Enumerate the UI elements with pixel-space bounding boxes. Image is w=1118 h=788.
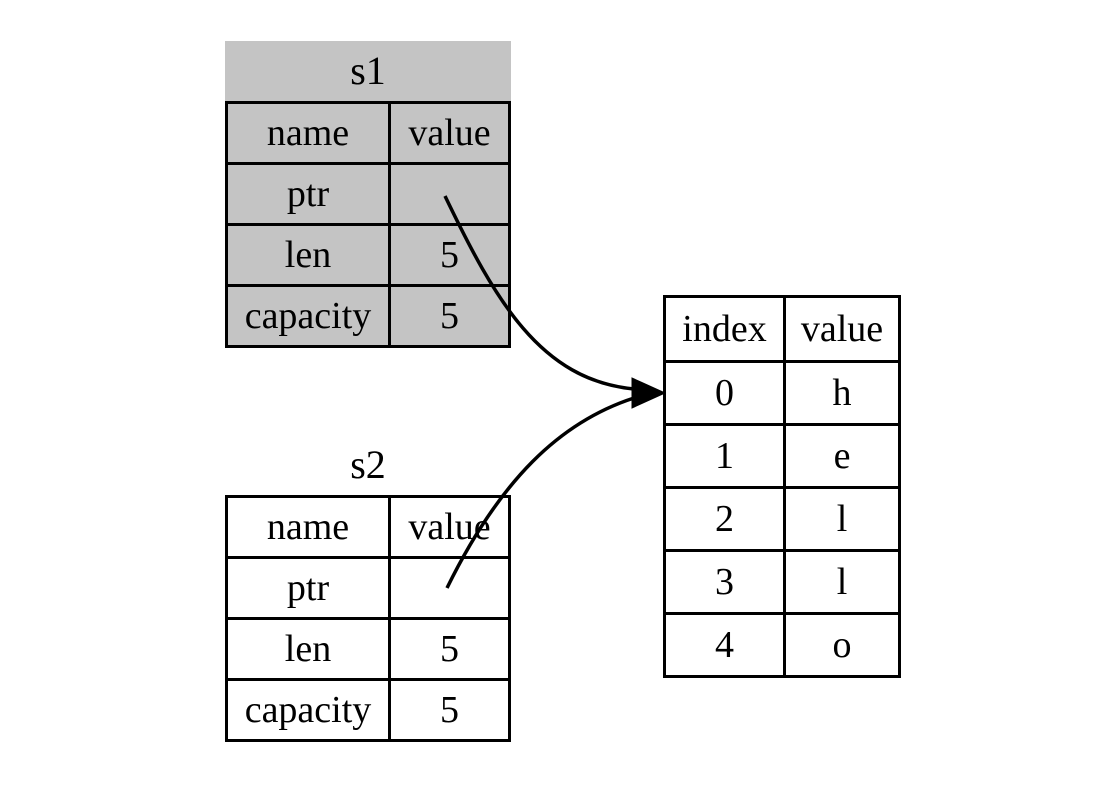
- table-row: 1 e: [663, 423, 901, 489]
- heap-index-3-cell: 3: [663, 549, 786, 615]
- s2-ptr-name-cell: ptr: [225, 556, 391, 620]
- s2-capacity-name-cell: capacity: [225, 678, 391, 742]
- s1-header-name: name: [225, 101, 391, 165]
- heap-value-1-cell: e: [783, 423, 901, 489]
- table-row: 4 o: [663, 612, 901, 678]
- s2-header-name: name: [225, 495, 391, 559]
- s1-ptr-value-cell: [388, 162, 511, 226]
- table-row: 3 l: [663, 549, 901, 615]
- table-row: capacity 5: [225, 284, 511, 348]
- table-row: ptr: [225, 556, 511, 620]
- heap-index-2-cell: 2: [663, 486, 786, 552]
- table-row: ptr: [225, 162, 511, 226]
- s2-header-value: value: [388, 495, 511, 559]
- heap-table: index value 0 h 1 e 2 l 3: [663, 295, 901, 678]
- s2-ptr-value-cell: [388, 556, 511, 620]
- heap-index-0-cell: 0: [663, 360, 786, 426]
- table-row: 0 h: [663, 360, 901, 426]
- s1-header-value: value: [388, 101, 511, 165]
- heap-header-value: value: [783, 295, 901, 363]
- arrowhead-icon: [631, 377, 667, 409]
- s2-title: s2: [350, 442, 386, 487]
- table-row: capacity 5: [225, 678, 511, 742]
- s1-len-name-cell: len: [225, 223, 391, 287]
- heap-value-2-cell: l: [783, 486, 901, 552]
- heap-header-row: index value: [663, 295, 901, 363]
- s2-capacity-value-cell: 5: [388, 678, 511, 742]
- s2-table: name value ptr len 5 capacity 5: [225, 495, 511, 742]
- heap-value-3-cell: l: [783, 549, 901, 615]
- s2-len-name-cell: len: [225, 617, 391, 681]
- s1-capacity-value-cell: 5: [388, 284, 511, 348]
- heap-node: index value 0 h 1 e 2 l 3: [663, 295, 901, 678]
- s2-node: s2 name value ptr len 5 capacity: [225, 435, 511, 742]
- s1-header-row: name value: [225, 101, 511, 165]
- s1-ptr-name-cell: ptr: [225, 162, 391, 226]
- table-row: 2 l: [663, 486, 901, 552]
- s1-title: s1: [225, 41, 511, 101]
- s1-node: s1 name value ptr len 5 capacity: [225, 41, 511, 348]
- heap-index-4-cell: 4: [663, 612, 786, 678]
- s1-capacity-name-cell: capacity: [225, 284, 391, 348]
- table-row: len 5: [225, 223, 511, 287]
- heap-value-0-cell: h: [783, 360, 901, 426]
- heap-header-index: index: [663, 295, 786, 363]
- heap-value-4-cell: o: [783, 612, 901, 678]
- heap-index-1-cell: 1: [663, 423, 786, 489]
- table-row: len 5: [225, 617, 511, 681]
- s1-len-value-cell: 5: [388, 223, 511, 287]
- s1-table: name value ptr len 5 capacity 5: [225, 101, 511, 348]
- s2-header-row: name value: [225, 495, 511, 559]
- s2-len-value-cell: 5: [388, 617, 511, 681]
